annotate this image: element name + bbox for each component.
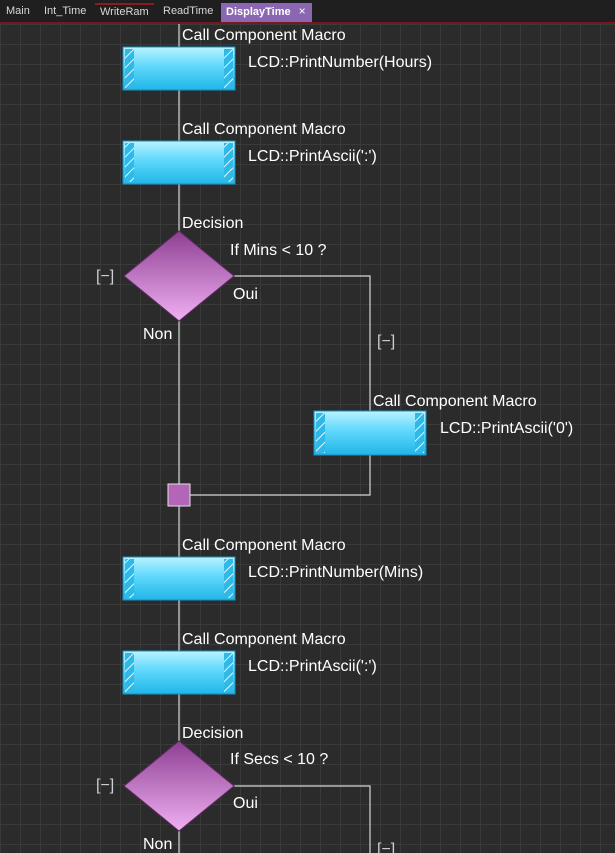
collapse-toggle-branch[interactable]: [−] bbox=[377, 841, 395, 853]
tab-displaytime-label: DisplayTime bbox=[226, 6, 291, 18]
macro-block-print-hours[interactable] bbox=[122, 46, 236, 91]
tab-int-time[interactable]: Int_Time bbox=[44, 5, 87, 17]
flowchart: Call Component Macro LCD::PrintNumber(Ho… bbox=[96, 24, 573, 853]
macro-title: Call Component Macro bbox=[182, 537, 346, 554]
macro-text: LCD::PrintAscii('0') bbox=[440, 420, 573, 437]
macro-block-print-mins[interactable] bbox=[122, 556, 236, 601]
macro-title: Call Component Macro bbox=[182, 27, 346, 44]
tab-readtime[interactable]: ReadTime bbox=[163, 5, 214, 17]
decision-condition: If Mins < 10 ? bbox=[230, 242, 327, 259]
tab-writeram[interactable]: WriteRam bbox=[95, 3, 154, 22]
macro-block-print-colon-2[interactable] bbox=[122, 650, 236, 695]
macro-title: Call Component Macro bbox=[182, 121, 346, 138]
close-icon[interactable]: × bbox=[298, 4, 306, 18]
decision-yes-label: Oui bbox=[233, 795, 258, 812]
decision-condition: If Secs < 10 ? bbox=[230, 751, 328, 768]
decision-no-label: Non bbox=[143, 326, 172, 343]
tab-bar: Main Int_Time WriteRam ReadTime DisplayT… bbox=[0, 0, 615, 24]
macro-text: LCD::PrintNumber(Hours) bbox=[248, 54, 432, 71]
decision-yes-label: Oui bbox=[233, 286, 258, 303]
tab-displaytime[interactable]: DisplayTime × bbox=[221, 3, 312, 22]
macro-block-print-colon[interactable] bbox=[122, 140, 236, 185]
decision-title: Decision bbox=[182, 725, 243, 742]
decision-diamond-secs[interactable] bbox=[123, 740, 235, 832]
collapse-toggle-decision[interactable]: [−] bbox=[96, 268, 114, 285]
macro-block-print-zero[interactable] bbox=[313, 410, 427, 456]
decision-no-label: Non bbox=[143, 836, 172, 853]
collapse-toggle-decision[interactable]: [−] bbox=[96, 777, 114, 794]
macro-title: Call Component Macro bbox=[182, 631, 346, 648]
decision-title: Decision bbox=[182, 215, 243, 232]
merge-node[interactable] bbox=[167, 483, 191, 507]
connectors bbox=[178, 24, 371, 853]
macro-text: LCD::PrintAscii(':') bbox=[248, 658, 377, 675]
macro-text: LCD::PrintNumber(Mins) bbox=[248, 564, 423, 581]
macro-text: LCD::PrintAscii(':') bbox=[248, 148, 377, 165]
tab-main[interactable]: Main bbox=[6, 5, 30, 17]
collapse-toggle-branch[interactable]: [−] bbox=[377, 333, 395, 350]
decision-diamond-mins[interactable] bbox=[123, 230, 235, 322]
macro-title: Call Component Macro bbox=[373, 393, 537, 410]
flowchart-canvas[interactable]: Call Component Macro LCD::PrintNumber(Ho… bbox=[0, 24, 615, 853]
